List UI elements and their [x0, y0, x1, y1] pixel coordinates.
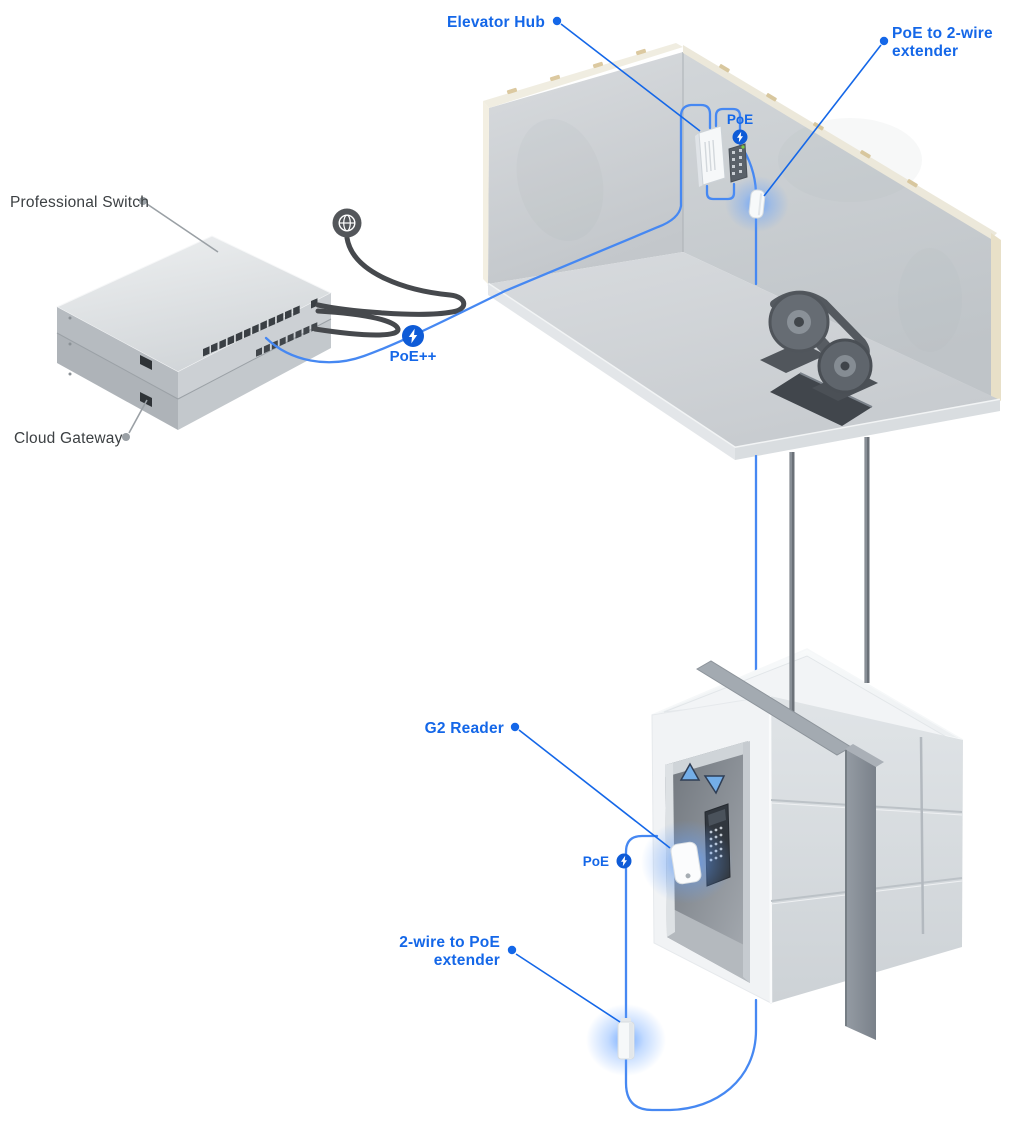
right-wall-outer-edge: [991, 233, 1001, 401]
label-2wire-to-poe-line1: 2-wire to PoE: [399, 934, 500, 951]
cable-under-car-loop: [624, 998, 758, 1112]
label-2wire-to-poe-line2: extender: [434, 952, 500, 969]
elevator-direction-arrows: [679, 762, 726, 795]
arrow-down-icon: [703, 775, 726, 795]
label-poe-to-2wire-line1: PoE to 2-wire: [892, 25, 993, 42]
left-wall: [488, 52, 683, 284]
elevator-hub-device: [695, 125, 726, 187]
annotations: Elevator Hub PoE to 2-wire extender Prof…: [10, 14, 993, 1023]
leader-dot: [507, 945, 517, 955]
g2-reader-device: [670, 841, 702, 885]
cable-reader-riser: [624, 834, 659, 1026]
leader-elevator-hub: [560, 23, 701, 132]
label-g2-reader: G2 Reader: [425, 720, 504, 737]
label-poe-to-2wire-line2: extender: [892, 43, 958, 60]
label-elevator-hub: Elevator Hub: [447, 14, 545, 31]
leader-dot: [510, 722, 520, 732]
leader-cloud-gateway: [128, 399, 148, 434]
sheave-wheel-front: [817, 338, 873, 394]
door-jamb-top: [665, 741, 748, 777]
label-poe-reader: PoE: [583, 854, 609, 869]
elevator-car: [641, 648, 964, 1004]
right-wall-top-edge: [683, 45, 997, 239]
sheave-wheel-rear: [768, 291, 830, 353]
guide-rail: [845, 744, 884, 1040]
switch-front-face: [57, 307, 178, 399]
uplink-cable: [315, 235, 467, 317]
gateway-power-inlet: [140, 392, 152, 407]
label-poe-plus-plus: PoE++: [390, 348, 437, 365]
cable-poe-plus-run: [264, 103, 712, 364]
internet-globe-icon: [312, 208, 467, 338]
network-stack: [55, 235, 333, 430]
left-wall-top-edge: [483, 43, 683, 108]
door-jamb-right: [743, 741, 750, 983]
floor-slab-front-right: [735, 400, 1000, 460]
poe-hub-badge: [732, 129, 748, 145]
label-cloud-gateway: Cloud Gateway: [14, 430, 123, 447]
cab-floor: [667, 906, 750, 983]
switch-power-inlet: [140, 355, 152, 370]
poe-plus-plus-badge: [402, 325, 424, 347]
leader-dot: [879, 36, 889, 46]
switch-right-face: [178, 293, 331, 399]
leader-2wire-to-poe: [515, 953, 621, 1023]
leader-professional-switch: [146, 203, 219, 253]
machine-room-floor: [488, 252, 1000, 448]
floor-rope-hole: [770, 373, 872, 426]
machine-room: [483, 43, 1001, 460]
label-professional-switch: Professional Switch: [10, 194, 149, 211]
label-poe-hub: PoE: [727, 112, 753, 127]
gateway-front-face: [57, 333, 178, 430]
poe-reader-badge: [616, 853, 632, 869]
gateway-right-face: [178, 319, 331, 430]
leader-dot: [139, 197, 147, 205]
left-wall-outer-edge: [483, 101, 489, 284]
leader-dot: [122, 433, 130, 441]
arrow-up-icon: [679, 762, 701, 781]
floor-slab-front-left: [488, 284, 735, 460]
leader-g2-reader: [518, 729, 671, 849]
right-wall: [683, 52, 991, 396]
2wire-to-poe-extender-device: [617, 1018, 635, 1060]
hoist-ropes: [789, 437, 870, 712]
cable-hub-to-extender: [714, 107, 758, 194]
hoist-machine: [760, 290, 878, 401]
elevator-controller-device: [728, 143, 748, 183]
leader-dot: [552, 16, 562, 26]
poe-to-2wire-extender-device: [748, 189, 766, 219]
leader-poe-to-2wire: [763, 44, 882, 197]
inter-device-cable: [312, 308, 401, 338]
